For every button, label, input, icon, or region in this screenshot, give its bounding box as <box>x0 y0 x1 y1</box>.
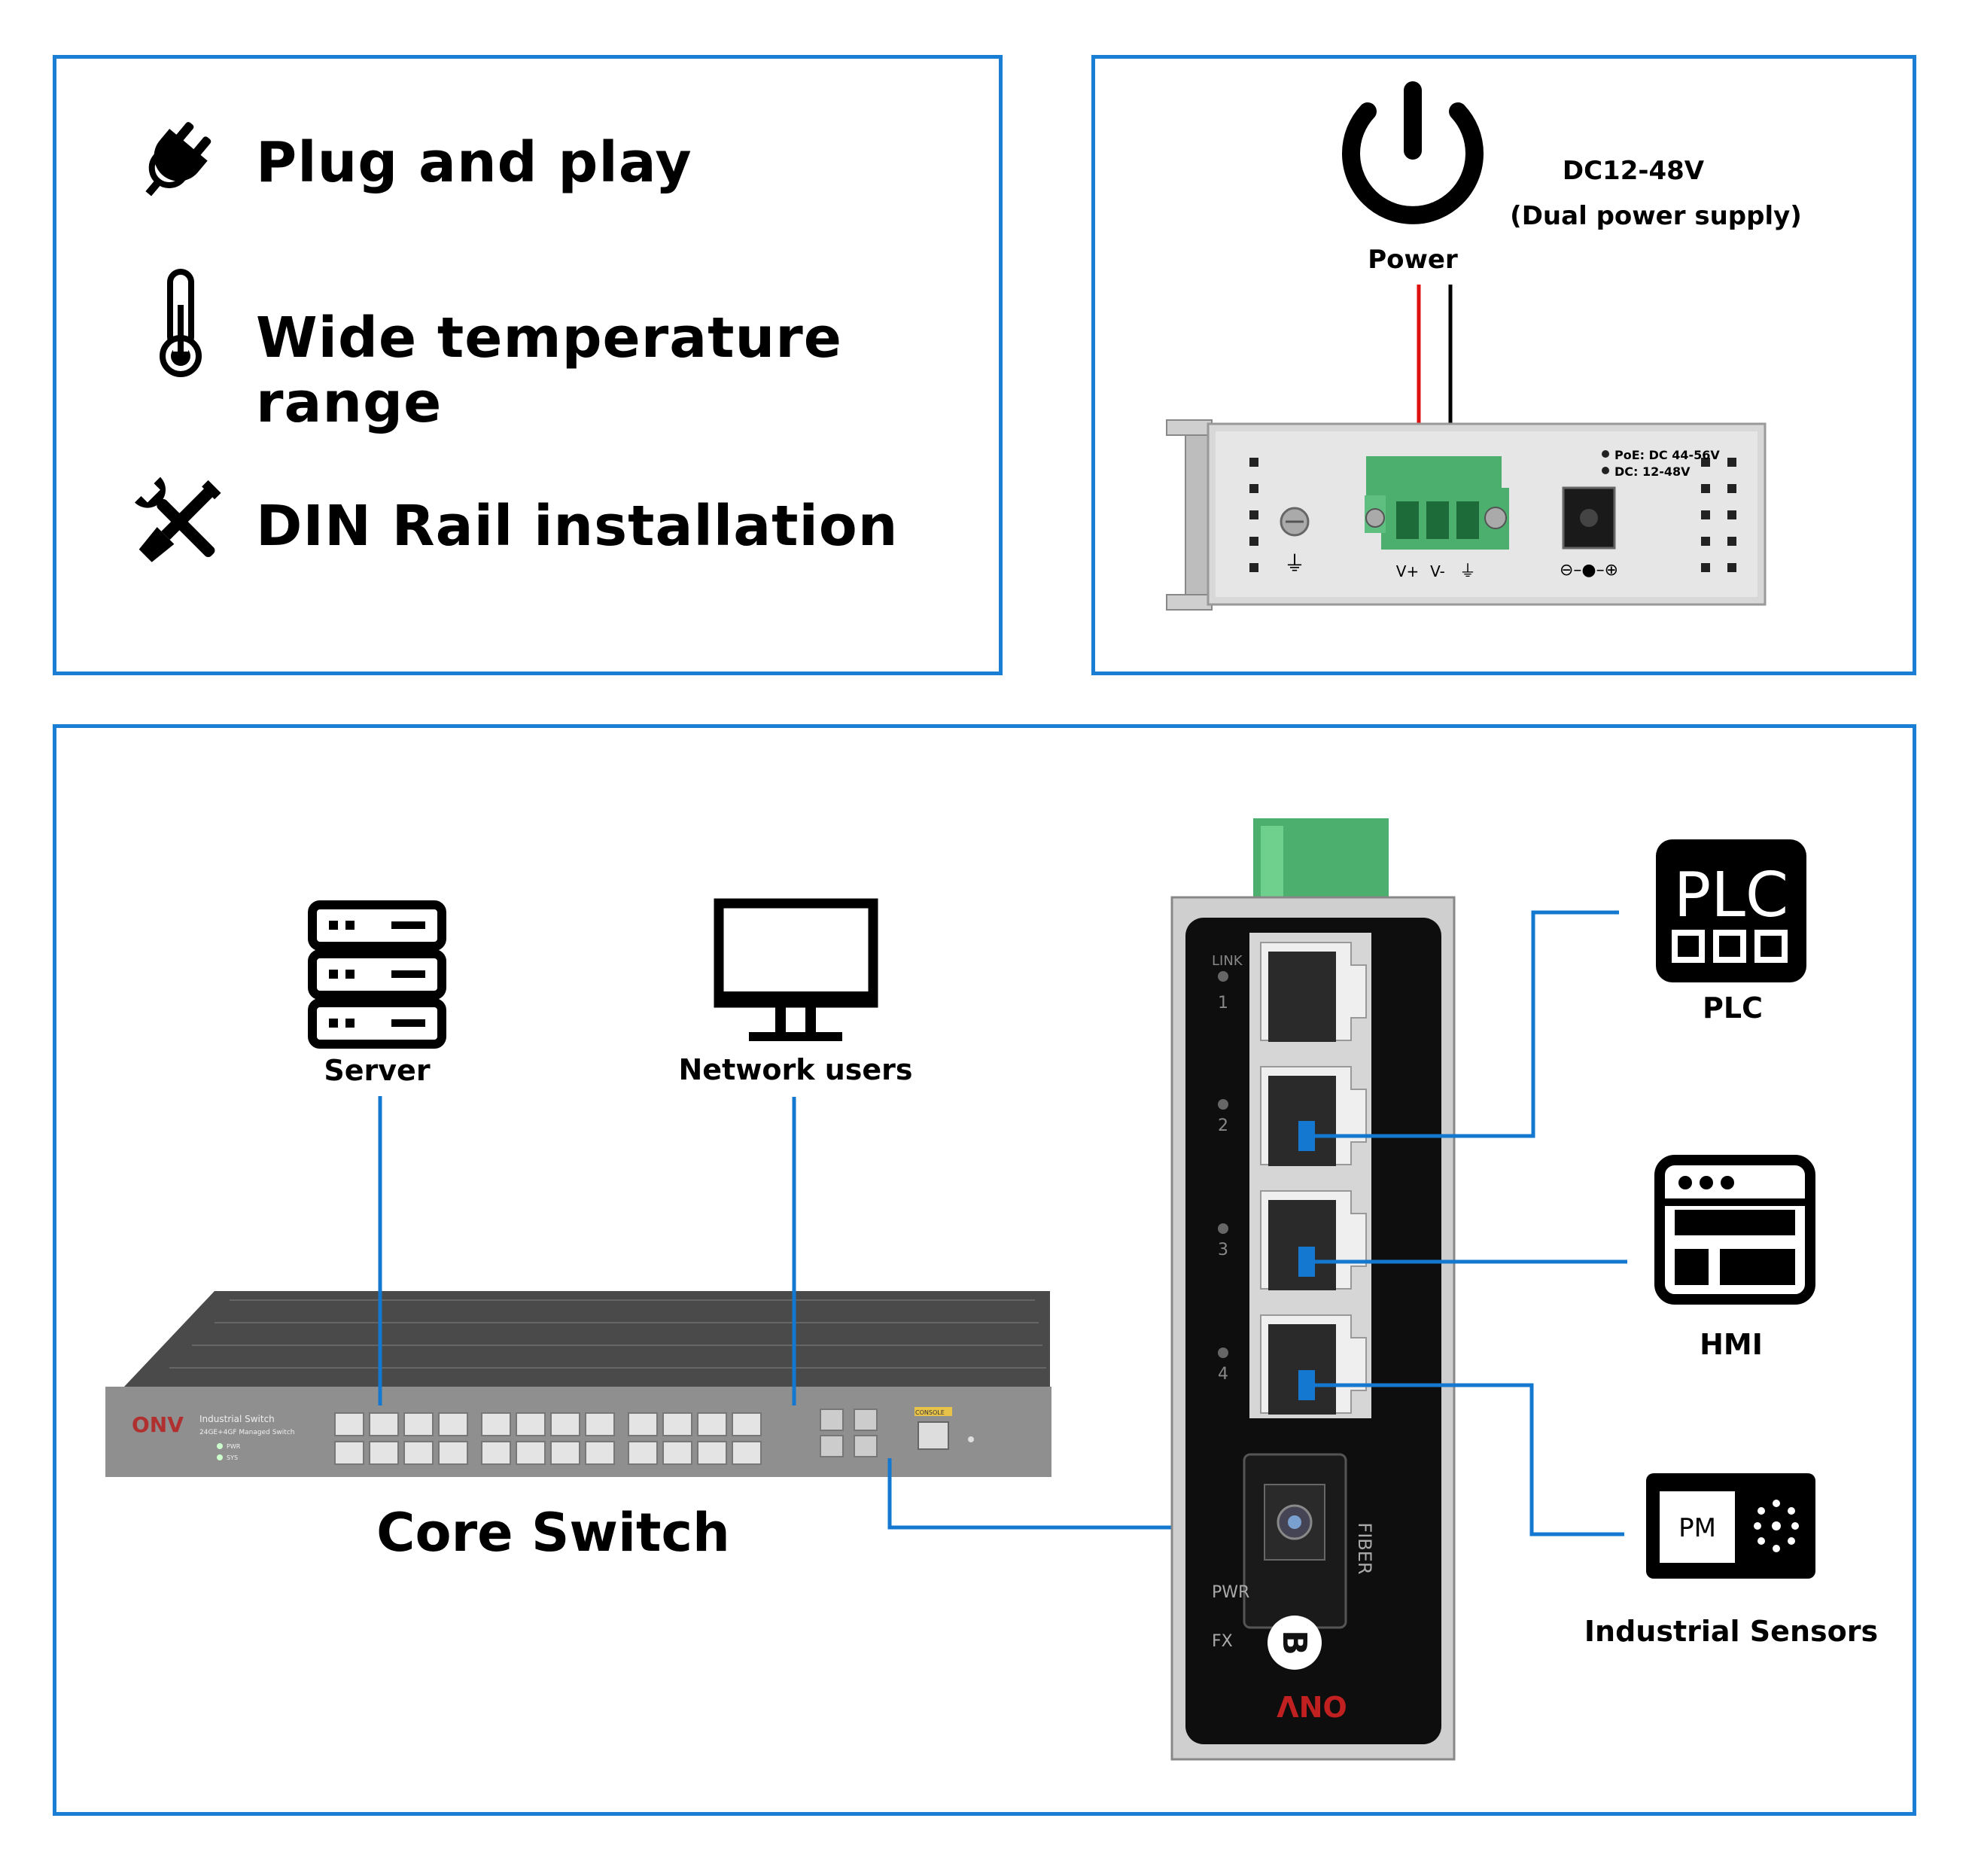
core-switch-ports <box>334 1412 762 1465</box>
core-switch-port <box>516 1441 546 1465</box>
core-switch-port <box>403 1412 434 1436</box>
core-switch-name: Industrial Switch <box>199 1414 275 1424</box>
spec-dc: DC: 12-48V <box>1614 464 1691 479</box>
sensor-icon: PM <box>1646 1473 1815 1579</box>
core-switch-port <box>585 1441 615 1465</box>
thermometer-icon <box>160 269 202 377</box>
din-port-2: 2 <box>1218 1116 1228 1135</box>
core-switch-port <box>438 1412 468 1436</box>
hmi-label: HMI <box>1700 1328 1763 1361</box>
sensor-icon-text: PM <box>1678 1513 1716 1543</box>
sensor-link <box>1306 1383 1624 1536</box>
server-label: Server <box>324 1054 430 1087</box>
device-bottom-view: ⏚ V+ V- ⏚ ⊖–●–⊕ PoE: DC 44-56V DC: 1 <box>1207 422 1767 606</box>
server-icon <box>308 900 446 1049</box>
din-fx-label: FX <box>1212 1632 1233 1651</box>
terminal-vplus: V+ <box>1396 562 1419 580</box>
core-switch-port <box>550 1441 580 1465</box>
core-switch-model: 24GE+4GF Managed Switch <box>199 1429 294 1436</box>
core-switch-port <box>662 1412 692 1436</box>
din-fiber-label: FIBER <box>1354 1522 1375 1574</box>
network-panel: Server Network users ONV Industrial Swit… <box>53 724 1916 1816</box>
power-diagram: Power DC12-48V (Dual power supply) <box>1166 81 1802 611</box>
din-port-1: 1 <box>1218 994 1228 1013</box>
din-rj45-socket <box>1268 1324 1336 1415</box>
din-badge: B <box>1275 1630 1313 1655</box>
core-switch-port <box>481 1412 511 1436</box>
power-panel: Power DC12-48V (Dual power supply) <box>1091 55 1916 675</box>
features-panel: Plug and play Wide temperature range DIN… <box>53 55 1003 675</box>
network-diagram: Server Network users ONV Industrial Swit… <box>105 818 1878 1761</box>
network-users-label: Network users <box>679 1053 913 1086</box>
core-switch-port <box>585 1412 615 1436</box>
voltage-label: DC12-48V <box>1563 156 1705 186</box>
din-rj45-socket <box>1268 952 1336 1042</box>
power-label: Power <box>1368 245 1458 275</box>
plc-link <box>1306 910 1619 1138</box>
core-switch-port <box>334 1441 364 1465</box>
dc-polarity: ⊖–●–⊕ <box>1560 561 1618 580</box>
dual-supply-label: (Dual power supply) <box>1510 201 1802 231</box>
core-switch-port <box>438 1441 468 1465</box>
core-switch-port <box>516 1412 546 1436</box>
core-switch-port <box>481 1441 511 1465</box>
din-switch: LINK 1 2 3 4 FIBER PWR FX B ONV <box>1170 818 1456 1761</box>
core-switch-port <box>550 1412 580 1436</box>
feature-plug-and-play: Plug and play <box>256 130 692 195</box>
din-port-4: 4 <box>1218 1365 1228 1384</box>
terminal-vminus: V- <box>1430 562 1445 580</box>
din-pwr-label: PWR <box>1212 1583 1249 1602</box>
core-switch-port <box>697 1412 727 1436</box>
power-icon <box>1342 81 1484 224</box>
core-switch-port <box>628 1412 658 1436</box>
hmi-icon <box>1654 1155 1815 1305</box>
core-switch-port <box>369 1441 399 1465</box>
plc-icon-text: PLC <box>1674 860 1788 931</box>
core-switch-led-pwr: PWR <box>227 1443 241 1450</box>
core-switch-port <box>334 1412 364 1436</box>
feature-wide-temperature: Wide temperature range <box>256 306 842 435</box>
terminal-ground: ⏚ <box>1459 562 1476 581</box>
core-switch-port <box>662 1441 692 1465</box>
din-link-label: LINK <box>1212 953 1243 969</box>
plug-icon <box>145 122 212 196</box>
tools-icon <box>135 477 221 562</box>
core-switch-led-sys: SYS <box>227 1454 238 1461</box>
terminal-block <box>1365 456 1509 550</box>
din-rail-clip <box>1166 419 1213 611</box>
spec-poe: PoE: DC 44-56V <box>1614 448 1720 462</box>
core-switch-brand: ONV <box>132 1412 184 1437</box>
sensors-label: Industrial Sensors <box>1584 1615 1878 1648</box>
plc-label: PLC <box>1703 991 1763 1025</box>
fiber-link <box>887 1458 1276 1530</box>
plc-icon: PLC <box>1656 839 1806 982</box>
core-switch-port <box>732 1412 762 1436</box>
core-switch: ONV Industrial Switch 24GE+4GF Managed S… <box>105 1291 1051 1477</box>
core-switch-port <box>403 1441 434 1465</box>
core-switch-console: CONSOLE <box>915 1409 945 1416</box>
monitor-icon <box>714 898 878 1041</box>
core-switch-port <box>732 1441 762 1465</box>
core-switch-port <box>697 1441 727 1465</box>
ground-symbol: ⏚ <box>1284 551 1305 576</box>
din-port-3: 3 <box>1218 1241 1228 1259</box>
feature-din-rail: DIN Rail installation <box>256 494 899 559</box>
core-switch-port <box>369 1412 399 1436</box>
core-switch-label: Core Switch <box>376 1502 730 1564</box>
core-switch-port <box>628 1441 658 1465</box>
din-brand: ONV <box>1277 1689 1347 1722</box>
